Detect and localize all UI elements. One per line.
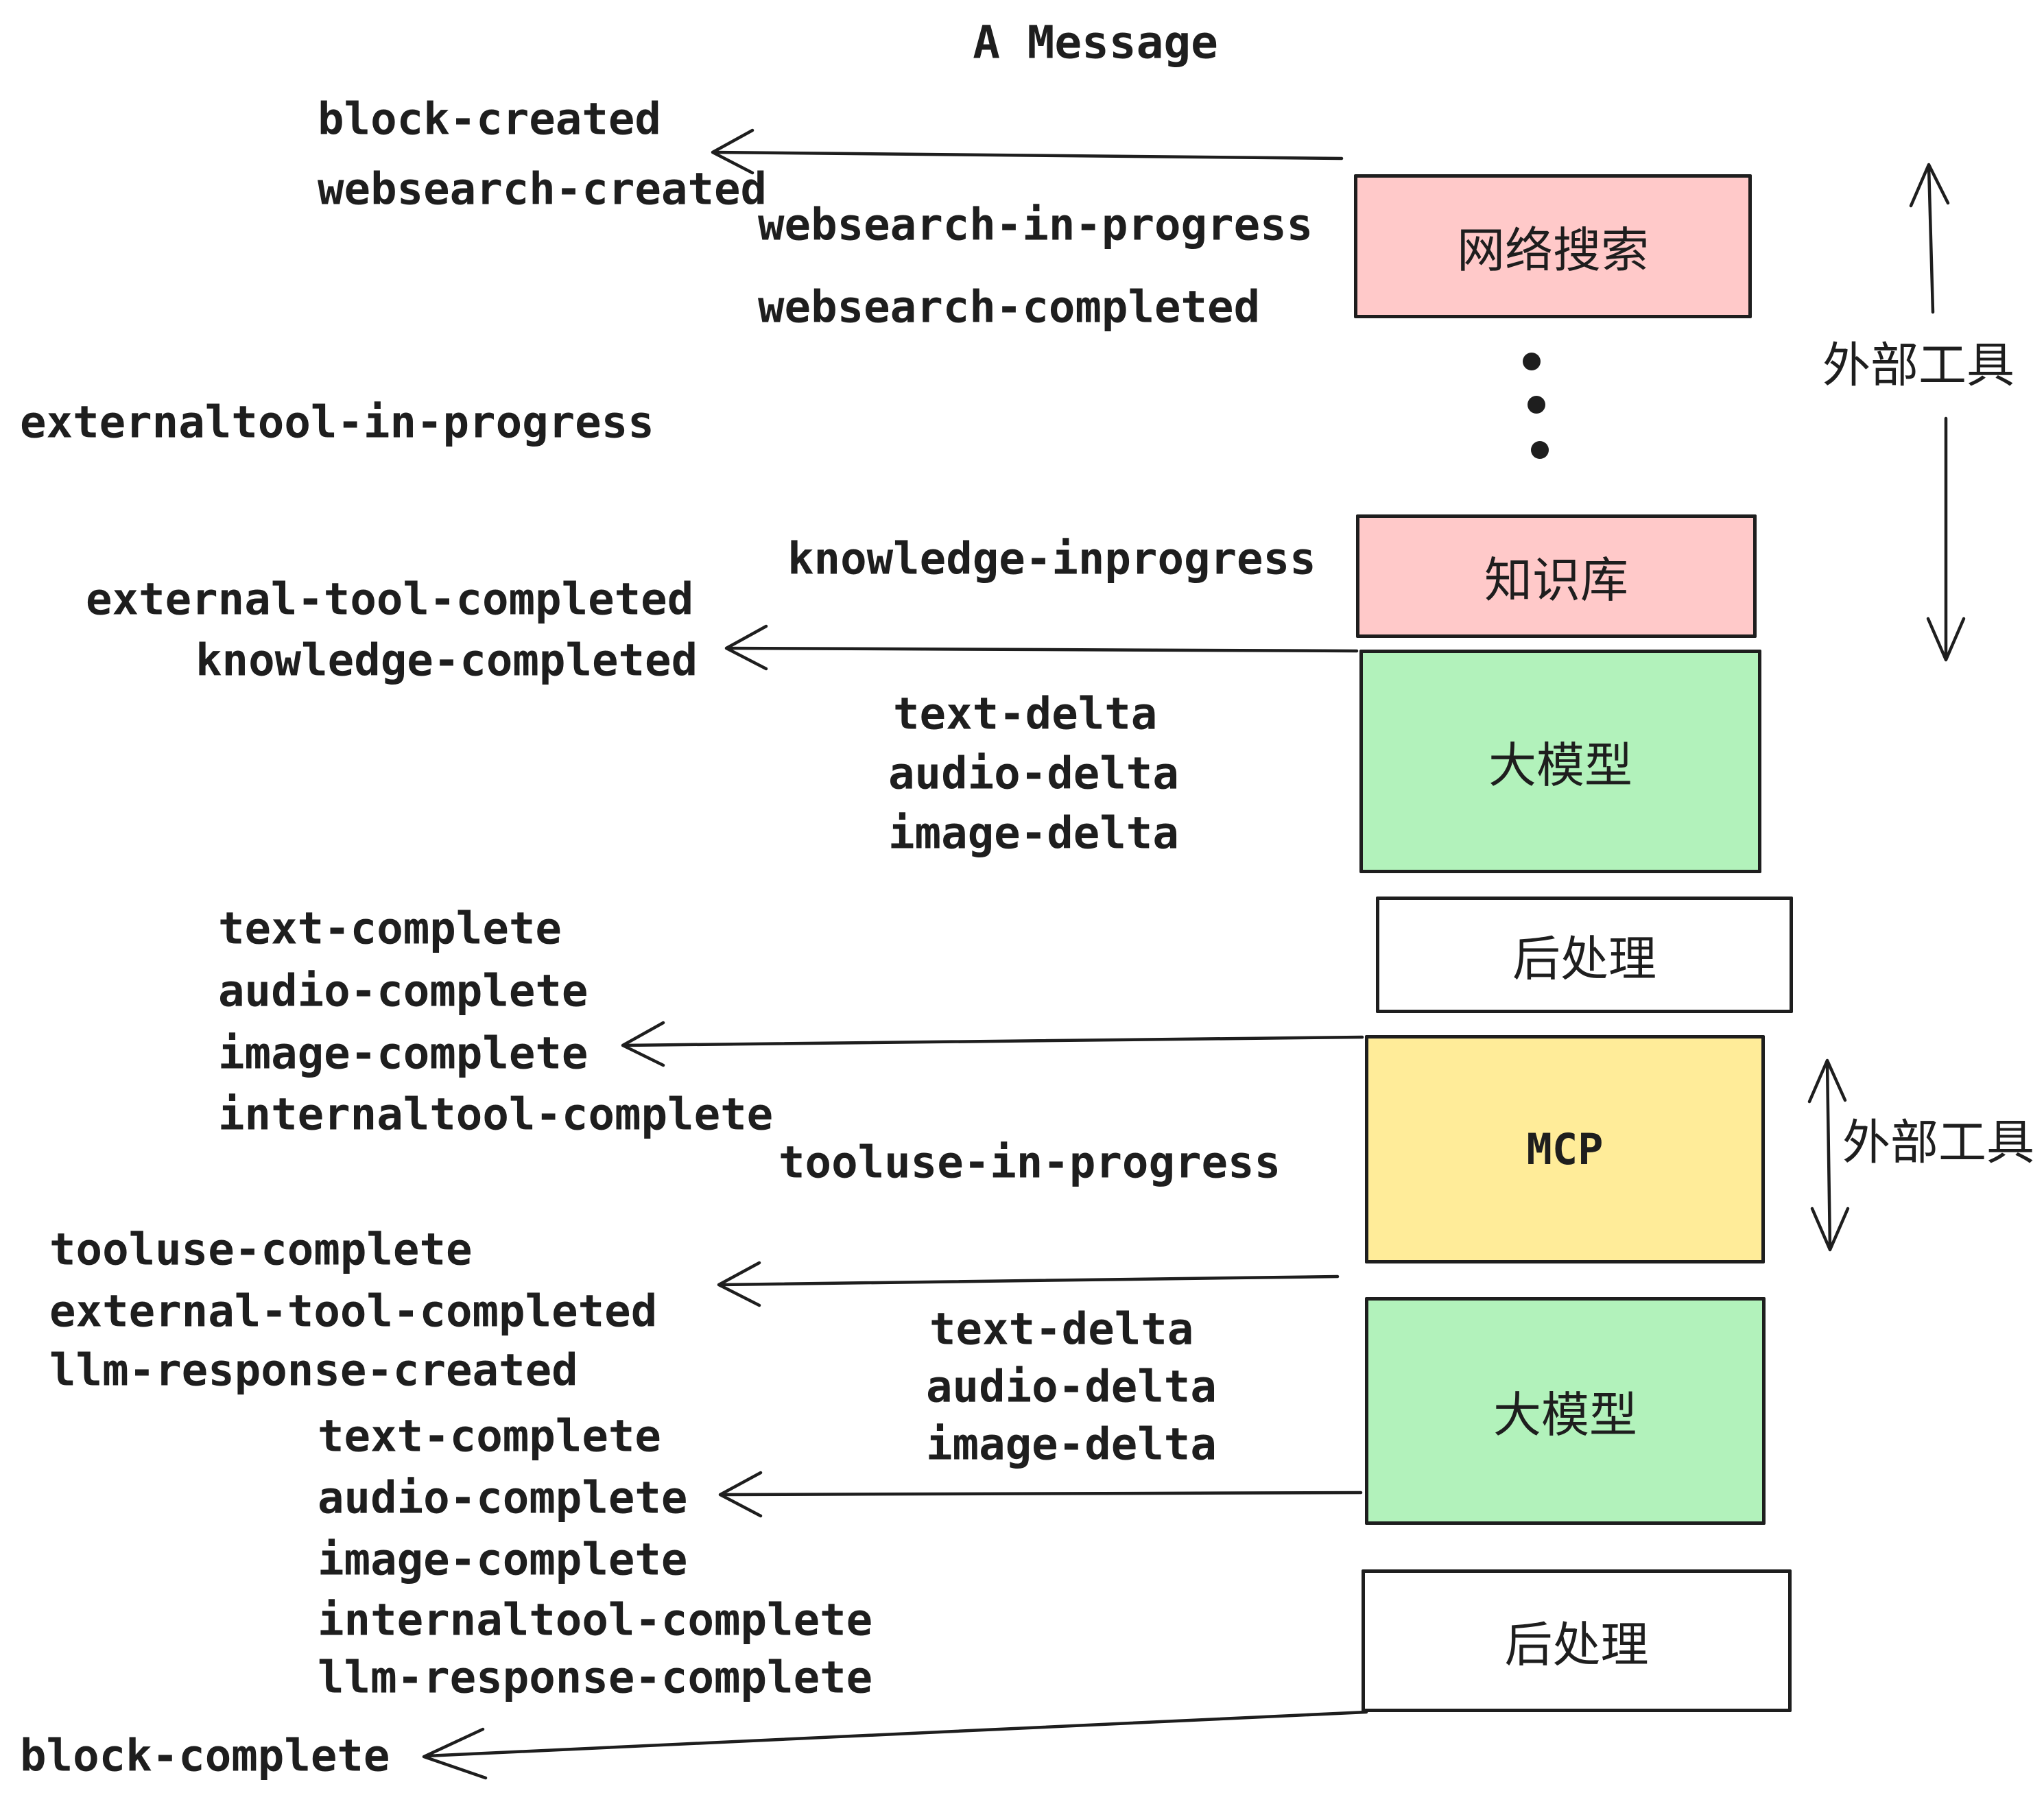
event-external-tool-completed: external-tool-completed — [86, 574, 694, 626]
box-knowledge-base: 知识库 — [1356, 514, 1757, 638]
side-label-external-tools-1: 外部工具 — [1822, 337, 2015, 394]
box-postprocess-1-label: 后处理 — [1512, 930, 1656, 987]
event-knowledge-inprogress: knowledge-inprogress — [787, 534, 1316, 585]
box-mcp: MCP — [1365, 1035, 1765, 1263]
event-externaltool-in-progress: externaltool-in-progress — [20, 397, 654, 449]
event-external-tool-completed-2: external-tool-completed — [49, 1286, 658, 1338]
event-internaltool-complete: internaltool-complete — [218, 1089, 774, 1141]
event-audio-complete-2: audio-complete — [318, 1473, 688, 1524]
event-tooluse-in-progress: tooluse-in-progress — [779, 1137, 1281, 1189]
arrow-to-websearch-created — [711, 128, 1344, 175]
external-tools-up-arrow — [1909, 163, 1950, 314]
box-postprocess-2-label: 后处理 — [1504, 1616, 1649, 1673]
box-llm-1: 大模型 — [1359, 650, 1761, 873]
side-label-external-tools-2: 外部工具 — [1842, 1114, 2034, 1171]
event-image-delta-2: image-delta — [926, 1419, 1217, 1471]
event-block-complete: block-complete — [20, 1731, 390, 1782]
box-knowledge-base-label: 知识库 — [1484, 551, 1628, 608]
event-text-complete-2: text-complete — [318, 1411, 661, 1462]
event-websearch-in-progress: websearch-in-progress — [758, 200, 1314, 251]
arrow-to-tooluse-complete — [717, 1261, 1340, 1307]
event-tooluse-complete: tooluse-complete — [49, 1224, 473, 1276]
box-mcp-label: MCP — [1526, 1124, 1604, 1174]
event-image-complete: image-complete — [218, 1028, 589, 1080]
event-internaltool-complete-2: internaltool-complete — [318, 1595, 873, 1646]
event-websearch-created: websearch-created — [318, 164, 768, 215]
event-image-complete-2: image-complete — [318, 1534, 688, 1586]
arrow-to-image-complete — [621, 1021, 1364, 1067]
event-llm-response-created: llm-response-created — [49, 1345, 578, 1397]
box-postprocess-2: 后处理 — [1362, 1569, 1792, 1712]
event-block-created: block-created — [318, 94, 661, 145]
box-llm-2-label: 大模型 — [1493, 1386, 1637, 1443]
event-audio-delta: audio-delta — [888, 748, 1179, 800]
external-tools-down-arrow — [1926, 416, 1966, 662]
box-postprocess-1: 后处理 — [1376, 897, 1793, 1013]
event-websearch-completed: websearch-completed — [758, 282, 1261, 333]
box-websearch: 网络搜索 — [1354, 174, 1752, 318]
diagram-title: A Message — [973, 16, 1218, 69]
box-llm-2: 大模型 — [1365, 1297, 1766, 1525]
event-image-delta: image-delta — [888, 808, 1179, 859]
event-knowledge-completed: knowledge-completed — [195, 635, 698, 687]
event-text-delta-2: text-delta — [929, 1304, 1194, 1355]
arrow-to-block-complete — [422, 1710, 1368, 1780]
arrow-to-audio-complete — [718, 1471, 1363, 1518]
event-llm-response-complete: llm-response-complete — [318, 1652, 873, 1704]
event-text-complete: text-complete — [218, 903, 562, 955]
arrow-to-knowledge-completed — [724, 624, 1359, 671]
box-websearch-label: 网络搜索 — [1457, 222, 1649, 278]
box-llm-1-label: 大模型 — [1488, 737, 1632, 794]
ellipsis-dots-icon — [1523, 353, 1549, 459]
event-audio-delta-2: audio-delta — [926, 1362, 1217, 1413]
event-text-delta: text-delta — [893, 689, 1158, 740]
event-audio-complete: audio-complete — [218, 966, 589, 1017]
